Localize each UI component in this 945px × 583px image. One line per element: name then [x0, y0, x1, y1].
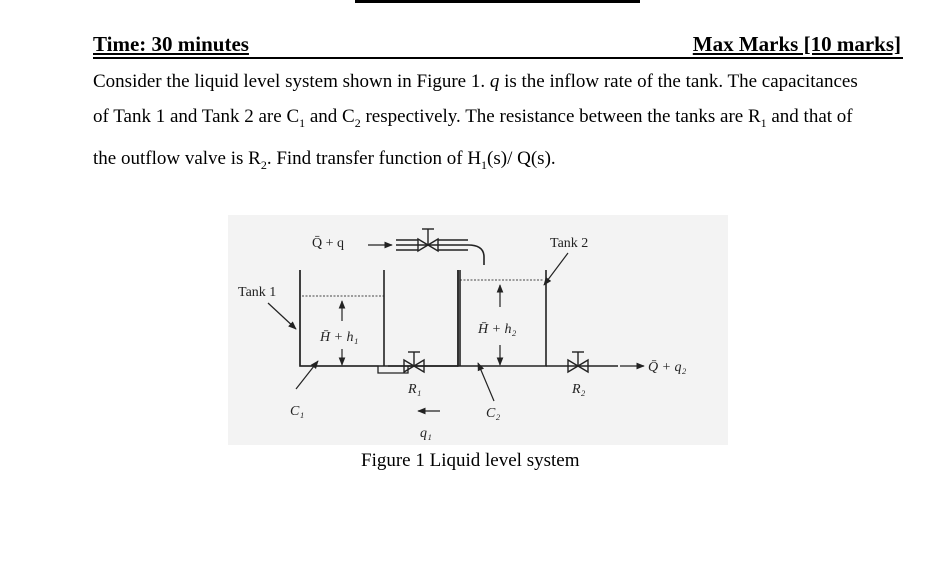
r2-label: R₂: [571, 382, 586, 397]
inflow-label: Q̄ + q: [312, 235, 344, 251]
r1-label: R₁: [407, 382, 421, 397]
tank2-label: Tank 2: [550, 236, 588, 251]
q1-label: q₁: [420, 426, 432, 441]
figure-caption: Figure 1 Liquid level system: [361, 450, 580, 471]
time-label: Time: 30 minutes: [93, 32, 249, 56]
h2-label: H̄ + h₂: [477, 322, 517, 337]
tank1-label: Tank 1: [238, 285, 276, 300]
c1-pointer: [295, 360, 319, 390]
h1-label: H̄ + h₁: [319, 330, 358, 345]
exam-header: Time: 30 minutes Max Marks [10 marks]: [93, 31, 903, 59]
question-line-1: Consider the liquid level system shown i…: [93, 71, 858, 92]
c1-label: C₁: [290, 404, 304, 419]
question-line-3: the outflow valve is R2. Find transfer f…: [93, 147, 556, 172]
figure-background: [228, 215, 728, 445]
outflow-label: Q̄ + q₂: [648, 360, 687, 375]
c2-label: C₂: [486, 406, 500, 421]
max-marks-label: Max Marks [10 marks]: [692, 32, 901, 56]
question-line-2: of Tank 1 and Tank 2 are C1 and C2 respe…: [93, 106, 853, 130]
valve-r2: [567, 351, 589, 374]
valve-r1: [403, 351, 425, 374]
tank2-pointer: [543, 252, 569, 286]
liquid-level-diagram: Q̄ + q Tank 1 Tank 2 H̄ + h₁ H̄ + h₂ C₁ …: [228, 215, 728, 445]
inflow-pipe: [396, 244, 485, 265]
tank1-pointer: [267, 302, 297, 330]
c2-pointer: [477, 362, 495, 402]
valve-inflow: [396, 228, 468, 253]
tank2-walls: [457, 270, 547, 367]
top-rule: [355, 0, 640, 3]
question-text: Consider the liquid level system shown i…: [93, 64, 908, 183]
